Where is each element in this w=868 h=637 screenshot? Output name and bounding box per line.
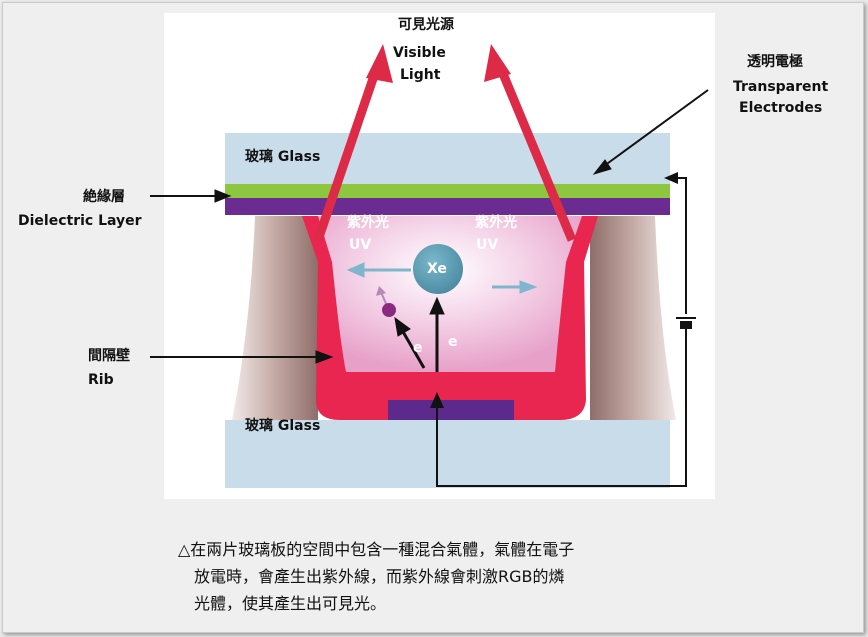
- rib-left: [232, 216, 318, 420]
- uv-arrow-left: [346, 262, 411, 278]
- rib-label-zh: 間隔壁: [88, 348, 130, 364]
- rib-label-en: Rib: [88, 372, 114, 388]
- dielectric-green-layer: [225, 184, 670, 198]
- visible-light-arrow-left: [313, 44, 393, 242]
- glass-top: [225, 133, 670, 184]
- circuit-arrow-top: [664, 172, 678, 184]
- uv-left-label-en: UV: [349, 237, 372, 253]
- dielectric-label-en: Dielectric Layer: [18, 213, 142, 229]
- plasma-region: [318, 216, 582, 372]
- visible-light-label-en2: Light: [400, 67, 441, 83]
- electron-particle: [382, 303, 396, 317]
- visible-light-label-en1: Visible: [393, 45, 446, 61]
- electrodes-label-en1: Transparent: [733, 79, 829, 95]
- electrodes-label-zh: 透明電極: [747, 54, 803, 70]
- dielectric-label-zh: 絶緣層: [83, 189, 125, 205]
- rib-right: [590, 216, 676, 420]
- electron-arrow-1: [394, 316, 426, 369]
- figure-caption: △在兩片玻璃板的空間中包含一種混合氣體，氣體在電子 放電時，會產生出紫外線，而紫…: [178, 536, 738, 617]
- uv-arrow-right: [492, 280, 538, 294]
- pointer-electrodes: [592, 89, 709, 175]
- dielectric-purple-layer: [225, 198, 670, 215]
- xe-atom: [413, 244, 463, 294]
- electron-label-1: e: [413, 340, 423, 356]
- circuit-arrow-bottom: [430, 392, 444, 420]
- uv-left-label-zh: 紫外光: [347, 215, 389, 231]
- glass-top-label: 玻璃 Glass: [245, 149, 321, 165]
- circuit-wire: [436, 177, 696, 487]
- caption-line-1: △在兩片玻璃板的空間中包含一種混合氣體，氣體在電子: [178, 540, 575, 559]
- glass-bottom: [225, 420, 670, 488]
- glass-bottom-label: 玻璃 Glass: [245, 418, 321, 434]
- xe-label: Xe: [427, 261, 447, 277]
- electrodes-label-en2: Electrodes: [739, 100, 823, 116]
- uv-right-label-zh: 紫外光: [475, 215, 517, 231]
- pointer-rib: [150, 350, 334, 364]
- visible-light-label-zh: 可見光源: [398, 17, 454, 33]
- address-electrode: [388, 400, 514, 420]
- pointer-dielectric: [150, 189, 232, 203]
- caption-line-2: 放電時，會產生出紫外線，而紫外線會刺激RGB的燐: [194, 567, 565, 586]
- uv-right-label-en: UV: [476, 237, 499, 253]
- caption-line-3: 光體，使其產生出可見光。: [194, 594, 387, 613]
- visible-light-arrow-right: [484, 44, 577, 242]
- electron-arrow-2: [429, 296, 445, 372]
- electron-label-2: e: [448, 334, 458, 350]
